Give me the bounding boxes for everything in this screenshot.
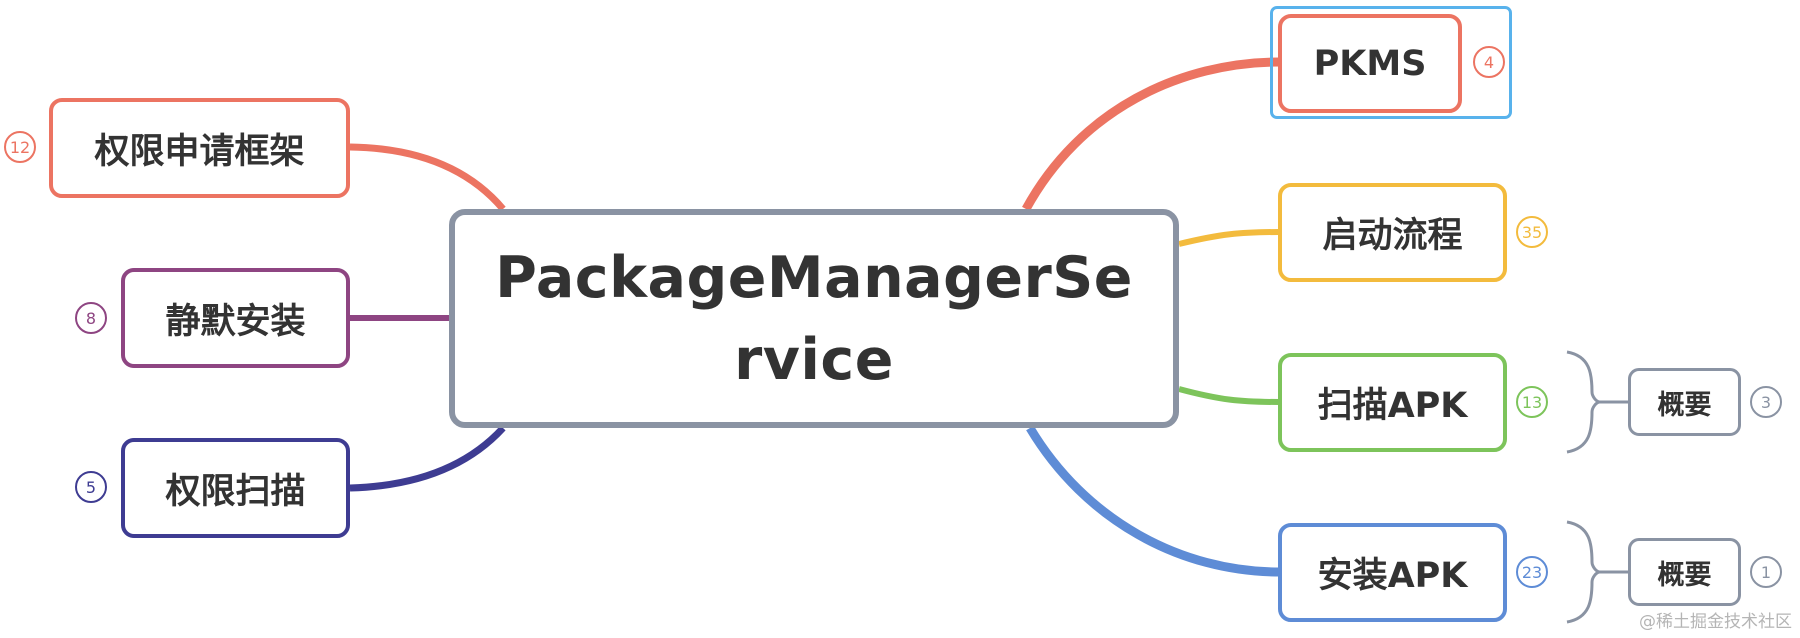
root-topic-label: PackageManagerService: [495, 244, 1133, 393]
subtopic-label: 概要: [1657, 389, 1712, 421]
collapse-count-badge[interactable]: 5: [75, 471, 107, 503]
connector-left-1: [349, 143, 506, 212]
child-bracket-scan: [1566, 350, 1601, 454]
subtopic-install-overview[interactable]: 概要: [1628, 538, 1741, 606]
collapse-count-badge[interactable]: 3: [1750, 386, 1782, 418]
topic-label: 权限申请框架: [94, 131, 305, 172]
collapse-count-badge[interactable]: 8: [75, 302, 107, 334]
connector-right-pkms: [1022, 57, 1281, 212]
subtopic-label: 概要: [1657, 559, 1712, 591]
subtopic-scan-overview[interactable]: 概要: [1628, 368, 1741, 436]
topic-label: 安装APK: [1317, 556, 1468, 596]
root-topic[interactable]: PackageManagerService: [449, 209, 1179, 428]
topic-label: 权限扫描: [165, 471, 306, 512]
connector-right-install: [1026, 425, 1281, 577]
collapse-count-badge[interactable]: 13: [1516, 386, 1548, 418]
collapse-count-badge[interactable]: 1: [1750, 556, 1782, 588]
topic-label: 启动流程: [1322, 216, 1463, 256]
topic-permission-request-framework[interactable]: 权限申请框架: [49, 98, 350, 198]
collapse-count-badge[interactable]: 4: [1473, 46, 1505, 78]
topic-label: PKMS: [1313, 43, 1427, 84]
topic-label: 扫描APK: [1317, 386, 1468, 426]
topic-permission-scan[interactable]: 权限扫描: [121, 438, 350, 538]
topic-install-apk[interactable]: 安装APK: [1278, 523, 1507, 622]
topic-startup-flow[interactable]: 启动流程: [1278, 183, 1507, 282]
topic-silent-install[interactable]: 静默安装: [121, 268, 350, 368]
topic-pkms[interactable]: PKMS: [1278, 14, 1462, 113]
child-bracket-install: [1566, 520, 1601, 624]
connector-right-startup: [1178, 229, 1281, 247]
topic-label: 静默安装: [165, 301, 306, 342]
watermark: @稀土掘金技术社区: [1639, 612, 1792, 632]
connector-left-3: [349, 425, 506, 492]
collapse-count-badge[interactable]: 12: [4, 131, 36, 163]
connector-right-scan: [1178, 386, 1281, 405]
collapse-count-badge[interactable]: 35: [1516, 216, 1548, 248]
collapse-count-badge[interactable]: 23: [1516, 556, 1548, 588]
selection-frame: [1270, 6, 1512, 119]
topic-scan-apk[interactable]: 扫描APK: [1278, 353, 1507, 452]
